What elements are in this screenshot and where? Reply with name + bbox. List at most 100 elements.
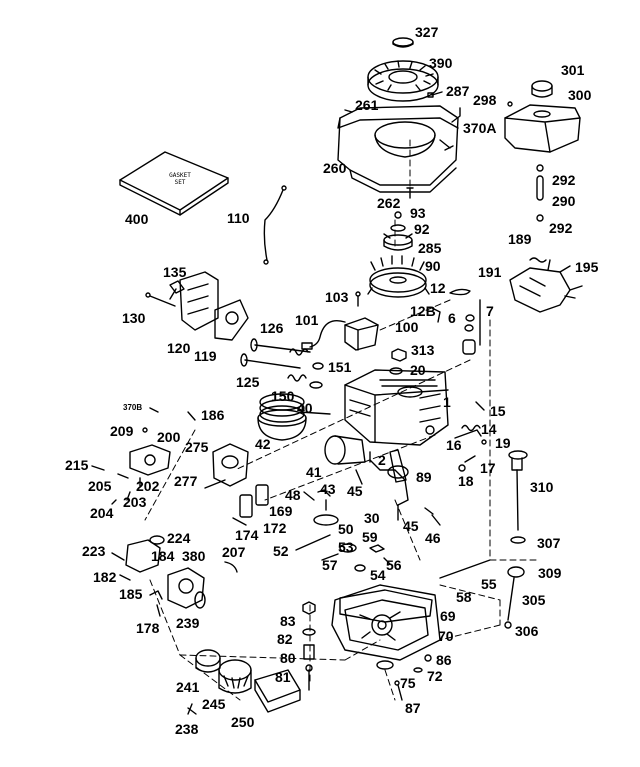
- part-81-bolt: [305, 664, 313, 691]
- callout-290: 290: [552, 193, 576, 209]
- part-56-link: [383, 557, 391, 565]
- callout-50: 50: [338, 521, 354, 537]
- callout-287: 287: [446, 83, 470, 99]
- callout-185: 185: [119, 586, 143, 602]
- callout-306: 306: [515, 623, 539, 639]
- callout-169: 169: [269, 503, 293, 519]
- part-191-control-bracket: [509, 259, 571, 313]
- callout-82: 82: [277, 631, 293, 647]
- part-125-intake-valve: [240, 353, 301, 369]
- part-42-piston: [257, 409, 307, 441]
- callout-292-top: 292: [552, 172, 576, 188]
- callout-300: 300: [568, 87, 592, 103]
- callout-119: 119: [194, 348, 217, 364]
- callout-19: 19: [495, 435, 511, 451]
- part-380-carburetor-body: [167, 567, 205, 609]
- callout-307: 307: [537, 535, 561, 551]
- part-186-screw: [187, 411, 196, 421]
- part-262-screw: [406, 187, 414, 199]
- part-300-fuel-tank: [504, 104, 581, 153]
- callout-189: 189: [508, 231, 532, 247]
- part-7-shaft: [462, 299, 481, 355]
- part-19-screw: [481, 439, 487, 445]
- callout-184: 184: [151, 548, 175, 564]
- callout-80: 80: [280, 650, 296, 666]
- callout-81: 81: [275, 669, 291, 685]
- part-89-shaft: [389, 449, 407, 483]
- callout-195: 195: [575, 259, 599, 275]
- part-30-crankshaft: [369, 459, 409, 521]
- callout-43: 43: [320, 481, 336, 497]
- part-16-lever: [454, 429, 482, 439]
- callout-261: 261: [355, 97, 379, 113]
- part-287-screw: [427, 91, 443, 98]
- part-309-seal: [507, 566, 525, 578]
- part-298-screw: [507, 101, 513, 107]
- part-245-filter-element: [218, 659, 252, 694]
- part-45-washer-b: [424, 507, 434, 515]
- part-43-rod-cap: [317, 489, 331, 497]
- callout-241: 241: [176, 679, 200, 695]
- callout-298: 298: [473, 92, 497, 108]
- part-90-flywheel: [367, 255, 430, 298]
- part-48-bolt: [303, 491, 315, 501]
- callout-207: 207: [222, 544, 246, 560]
- callout-52: 52: [273, 543, 289, 559]
- part-1-cylinder-block: [344, 369, 449, 446]
- callout-16: 16: [446, 437, 462, 453]
- part-45-rod-bolt: [355, 469, 363, 485]
- callout-30: 30: [364, 510, 380, 526]
- callout-285: 285: [418, 240, 442, 256]
- callout-1: 1: [443, 394, 451, 410]
- callout-277: 277: [174, 473, 198, 489]
- callout-72: 72: [427, 668, 443, 684]
- callout-69: 69: [440, 608, 456, 624]
- part-53-governor: [339, 543, 357, 553]
- callout-239: 239: [176, 615, 200, 631]
- part-327-cap: [392, 37, 414, 48]
- callout-305: 305: [522, 592, 546, 608]
- part-370b-cover: [149, 407, 159, 413]
- gasket-set-text-value: GASKET SET: [169, 172, 191, 186]
- part-15-screw: [475, 401, 485, 411]
- part-50-cam-gear: [313, 499, 339, 526]
- callout-186: 186: [201, 407, 225, 423]
- part-200-carburetor: [129, 444, 171, 476]
- callout-101: 101: [295, 312, 319, 328]
- part-313-nut: [391, 348, 407, 362]
- callout-390: 390: [429, 55, 453, 71]
- part-6-washer: [465, 314, 475, 322]
- part-182-screw: [119, 574, 131, 581]
- part-70-sump: [331, 584, 441, 661]
- part-370a-bracket: [451, 107, 461, 123]
- callout-93: 93: [410, 205, 426, 221]
- part-189-spring: [529, 257, 547, 263]
- callout-151: 151: [328, 359, 352, 375]
- part-54-washer: [354, 564, 366, 572]
- callout-89: 89: [416, 469, 432, 485]
- part-301-fuel-cap: [531, 80, 553, 98]
- part-87-bolt: [394, 680, 403, 701]
- callout-262: 262: [377, 195, 401, 211]
- part-12b-lever: [431, 307, 441, 323]
- part-101-spark-plug-wire: [301, 319, 346, 350]
- part-151-valve-retainer: [309, 362, 324, 389]
- part-86-plug: [424, 654, 432, 662]
- callout-42: 42: [255, 436, 271, 452]
- callout-126: 126: [260, 320, 284, 336]
- callout-53: 53: [338, 539, 354, 555]
- callout-260: 260: [323, 160, 347, 176]
- callout-275: 275: [185, 439, 209, 455]
- part-400-gasket-set: [119, 151, 229, 216]
- part-100-ignition-coil: [344, 317, 379, 351]
- callout-7: 7: [486, 303, 494, 319]
- part-223-screw: [111, 552, 125, 561]
- part-14-spring: [461, 424, 481, 432]
- part-207-link: [224, 561, 238, 573]
- callout-191: 191: [478, 264, 502, 280]
- callout-310: 310: [530, 479, 554, 495]
- part-250-filter-cover: [254, 669, 301, 713]
- part-215-screw: [91, 465, 105, 471]
